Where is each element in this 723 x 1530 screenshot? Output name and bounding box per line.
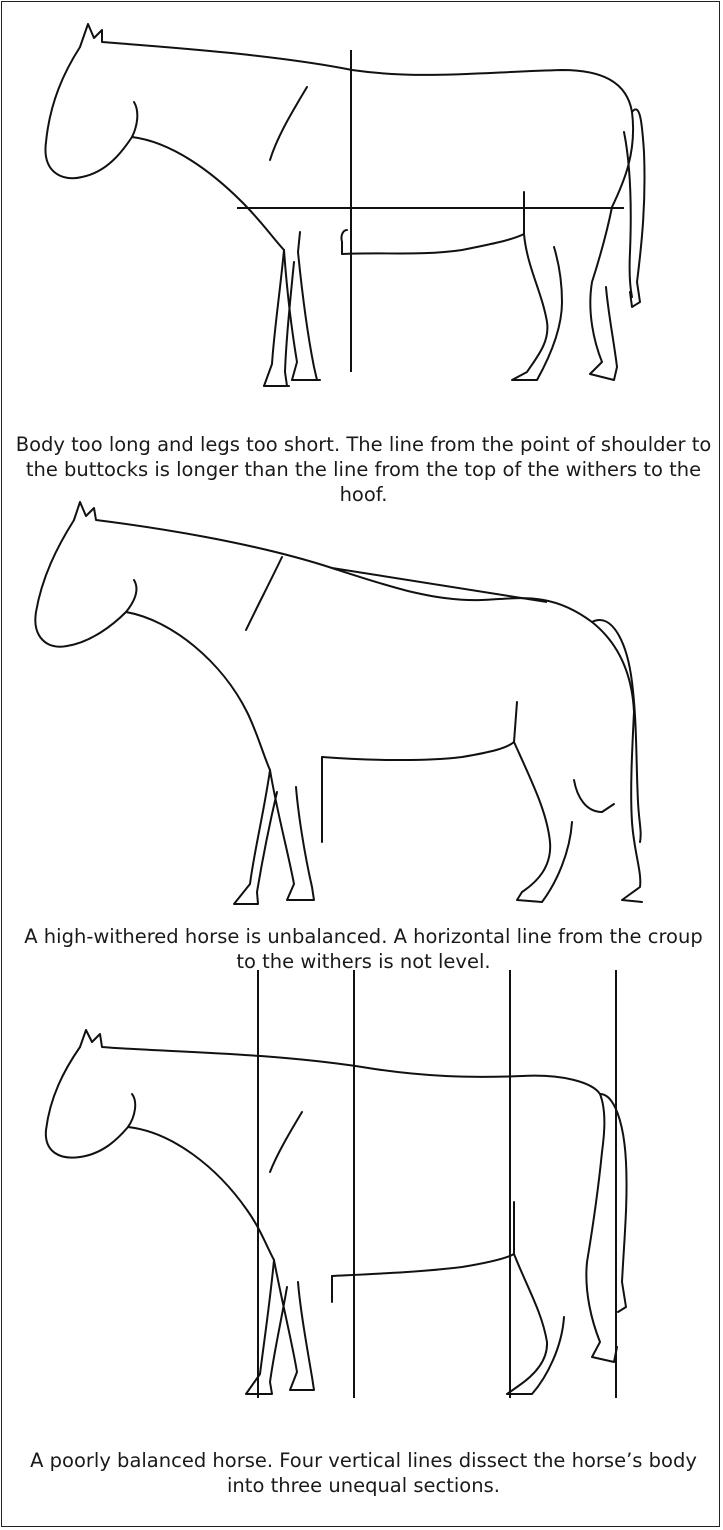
horse-drawing-high-withered	[2, 522, 723, 922]
figure-poorly-balanced: A poorly balanced horse. Four vertical l…	[2, 1022, 723, 1422]
figure-long-body: Body too long and legs too short. The li…	[2, 2, 723, 402]
caption-long-body: Body too long and legs too short. The li…	[12, 432, 715, 507]
caption-poorly-balanced: A poorly balanced horse. Four vertical l…	[12, 1448, 715, 1498]
horse-outline	[46, 1030, 627, 1394]
horse-drawing-poorly-balanced	[2, 1022, 723, 1422]
horse-drawing-long-body	[2, 2, 723, 402]
horse-outline	[35, 502, 642, 904]
figure-high-withered: A high-withered horse is unbalanced. A h…	[2, 522, 723, 922]
horse-outline	[45, 24, 644, 386]
caption-high-withered: A high-withered horse is unbalanced. A h…	[12, 924, 715, 974]
